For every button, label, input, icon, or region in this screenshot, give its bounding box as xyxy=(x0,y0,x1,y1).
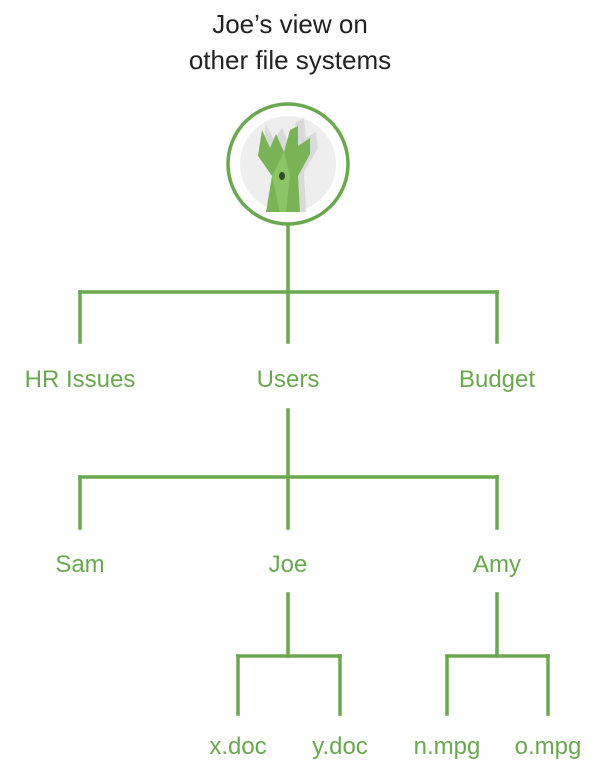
title-line-1: Joe’s view on xyxy=(212,9,368,39)
tree-icon xyxy=(258,118,318,212)
folder-amy: Amy xyxy=(473,551,521,578)
root-node xyxy=(226,102,350,226)
folder-joe: Joe xyxy=(268,551,308,578)
file-x-doc: x.doc xyxy=(209,733,267,760)
folder-users: Users xyxy=(256,366,320,393)
file-n-mpg: n.mpg xyxy=(413,733,481,760)
title-line-2: other file systems xyxy=(188,45,392,75)
label-backgrounds xyxy=(6,362,548,584)
connector-lines xyxy=(78,222,550,716)
folder-hr-issues: HR Issues xyxy=(24,366,136,393)
folder-sam: Sam xyxy=(55,551,105,578)
folder-budget: Budget xyxy=(458,366,536,393)
diagram-title: Joe’s view on other file systems xyxy=(0,6,580,78)
file-o-mpg: o.mpg xyxy=(514,733,582,760)
file-y-doc: y.doc xyxy=(312,733,368,760)
